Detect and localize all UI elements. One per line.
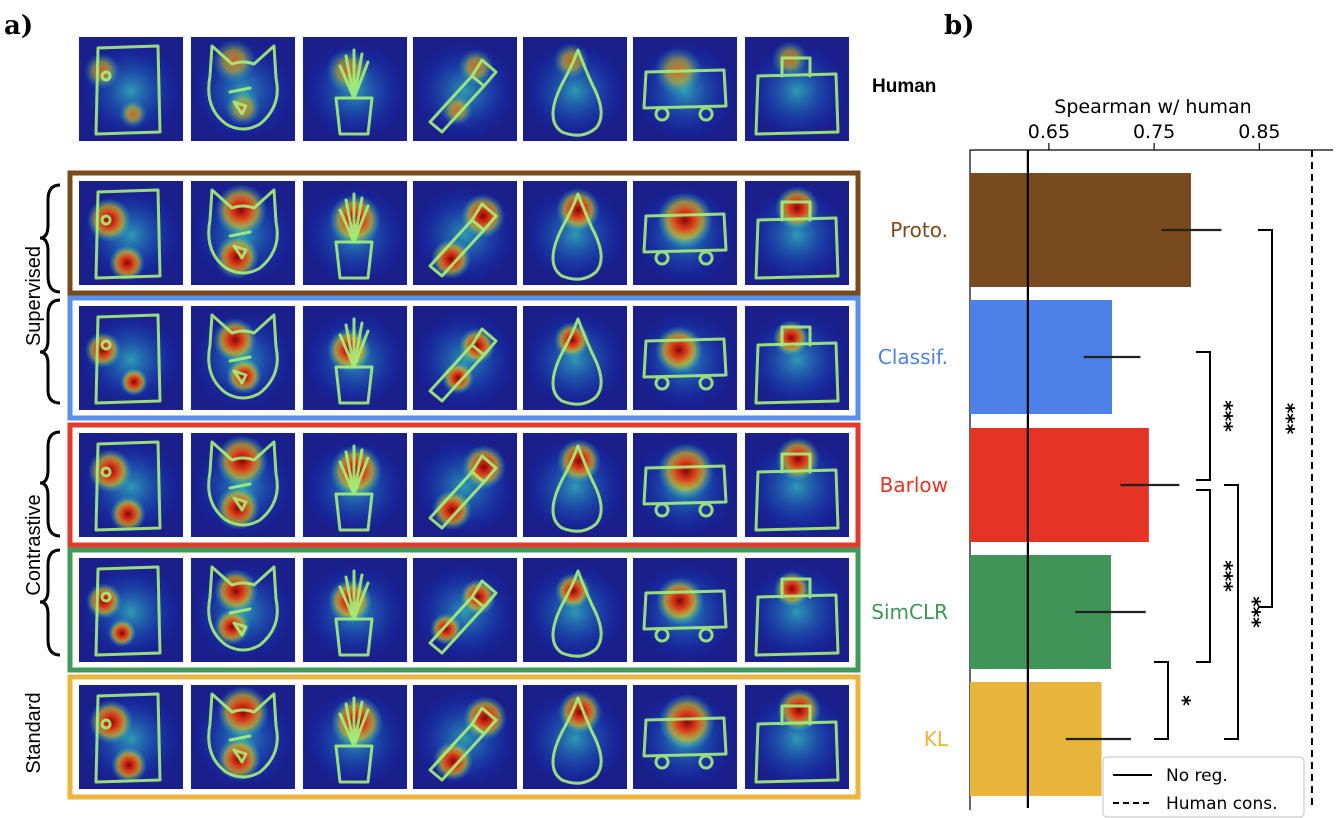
heatmap-tile-proto-bag	[743, 179, 851, 287]
heatmap-tile-human-cart	[631, 35, 739, 143]
x-tick-label: 0.85	[1238, 121, 1280, 143]
significance-bracket	[1196, 489, 1211, 663]
heatmap-tile-proto-cat	[189, 179, 297, 287]
heatmap-tile-human-pear	[521, 35, 629, 143]
heatmap-tile-kl-bag	[743, 683, 851, 791]
x-tick-label: 0.75	[1133, 121, 1175, 143]
heatmap-tile-simclr-door	[77, 556, 185, 664]
contrastive-brace-lower	[39, 548, 61, 657]
significance-stars: ***	[1213, 560, 1237, 592]
x-axis-label: Spearman w/ human	[1054, 96, 1251, 118]
heatmap-tile-barlow-cart	[631, 431, 739, 539]
heatmap-tile-classif-flashlight	[411, 304, 519, 412]
contrastive-label: Contrastive	[23, 494, 45, 595]
heatmap-tile-proto-cart	[631, 179, 739, 287]
significance-stars: *	[1171, 695, 1195, 706]
heatmap-tile-simclr-cat	[189, 556, 297, 664]
category-label-kl: KL	[924, 727, 949, 751]
classif-frame	[67, 295, 861, 421]
heatmap-tile-barlow-plant	[301, 431, 409, 539]
heatmap-tile-human-bag	[743, 35, 851, 143]
heatmap-tile-classif-door	[77, 304, 185, 412]
significance-bracket	[1196, 351, 1211, 481]
barlow-frame	[67, 422, 861, 548]
heatmap-tile-kl-flashlight	[411, 683, 519, 791]
significance-bracket	[1258, 229, 1273, 608]
x-tick-label: 0.65	[1028, 121, 1070, 143]
bar-chart: Spearman w/ human Proto. Classif. BarlowSi…	[871, 96, 1333, 818]
heatmap-tile-barlow-bag	[743, 431, 851, 539]
legend-no-reg-label: No reg.	[1166, 766, 1228, 786]
heatmap-tile-classif-pear	[521, 304, 629, 412]
heatmap-tile-barlow-flashlight	[411, 431, 519, 539]
heatmap-tile-kl-cart	[631, 683, 739, 791]
heatmap-tile-classif-cat	[189, 304, 297, 412]
bar-barlow	[970, 428, 1149, 542]
heatmap-tile-proto-plant	[301, 179, 409, 287]
heatmap-tile-simclr-bag	[743, 556, 851, 664]
proto-frame	[67, 170, 861, 296]
heatmap-tile-classif-cart	[631, 304, 739, 412]
significance-bracket	[1154, 661, 1169, 740]
significance-stars: ***	[1213, 400, 1237, 432]
category-label-proto: Proto.	[890, 218, 948, 242]
heatmap-tile-human-flashlight	[411, 35, 519, 143]
heatmap-tile-human-door	[77, 35, 185, 143]
heatmap-tile-proto-pear	[521, 179, 629, 287]
category-label-classif: Classif.	[878, 345, 948, 369]
legend-box	[1102, 756, 1305, 818]
category-label-barlow: Barlow	[880, 473, 948, 497]
legend-human-cons-label: Human cons.	[1166, 794, 1278, 814]
heatmap-tile-kl-cat	[189, 683, 297, 791]
heatmap-tile-simclr-cart	[631, 556, 739, 664]
heatmap-grid	[77, 35, 851, 791]
model-frames	[67, 170, 861, 800]
heatmap-tile-human-plant	[301, 35, 409, 143]
heatmap-tile-barlow-pear	[521, 431, 629, 539]
heatmap-tile-classif-bag	[743, 304, 851, 412]
group-braces	[39, 183, 61, 657]
heatmap-tile-proto-door	[77, 179, 185, 287]
heatmap-tile-simclr-plant	[301, 556, 409, 664]
heatmap-tile-kl-pear	[521, 683, 629, 791]
heatmap-tile-classif-plant	[301, 304, 409, 412]
panel-a-label: a)	[4, 11, 33, 41]
legend: No reg. Human cons.	[1102, 756, 1305, 818]
significance-stars: ***	[1275, 403, 1299, 435]
significance-stars: ***	[1241, 596, 1265, 628]
supervised-brace	[39, 183, 61, 294]
human-row-label: Human	[872, 76, 936, 97]
bar-proto	[970, 173, 1191, 287]
panel-b-label: b)	[944, 11, 974, 41]
category-label-simclr: SimCLR	[871, 600, 948, 624]
heatmap-tile-simclr-flashlight	[411, 556, 519, 664]
contrastive-brace	[39, 430, 61, 538]
heatmap-tile-kl-door	[77, 683, 185, 791]
heatmap-tile-human-cat	[189, 35, 297, 143]
heatmap-tile-simclr-pear	[521, 556, 629, 664]
supervised-brace-lower	[39, 298, 61, 405]
kl-frame	[67, 674, 861, 800]
heatmap-tile-kl-plant	[301, 683, 409, 791]
supervised-label: Supervised	[23, 246, 45, 346]
standard-label: Standard	[23, 692, 45, 773]
heatmap-tile-barlow-door	[77, 431, 185, 539]
heatmap-tile-barlow-cat	[189, 431, 297, 539]
simclr-frame	[67, 547, 861, 673]
significance-bracket	[1224, 484, 1239, 740]
heatmap-tile-proto-flashlight	[411, 179, 519, 287]
